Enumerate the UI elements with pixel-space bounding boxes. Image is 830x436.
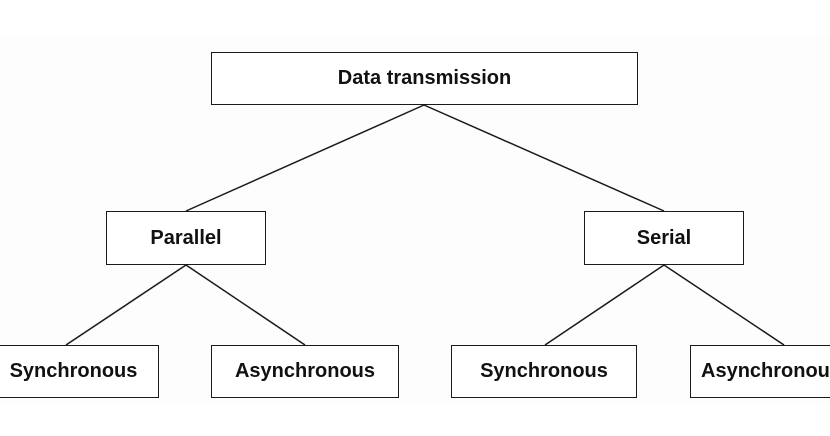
node-label: Synchronous [9,360,138,382]
node-parallel: Parallel [106,211,266,265]
edge-serial-synchronous [544,264,665,346]
node-serial-synchronous: Synchronous [451,345,637,398]
node-parallel-asynchronous: Asynchronous [211,345,399,398]
edge-root-parallel [185,104,425,212]
edge-serial-asynchronous [663,264,785,346]
node-label: Data transmission [337,67,512,89]
node-label: Parallel [150,226,222,249]
edge-parallel-asynchronous [185,264,306,346]
node-label: Serial [636,226,692,249]
edge-root-serial [423,104,665,212]
node-serial-asynchronous: Asynchronous [690,345,830,398]
node-label: Synchronous [480,360,608,382]
node-serial: Serial [584,211,744,265]
node-label: Asynchronous [234,360,376,382]
node-data-transmission: Data transmission [211,52,638,105]
node-parallel-synchronous: Synchronous [0,345,159,398]
edge-parallel-synchronous [65,264,187,346]
node-label: Asynchronous [701,360,830,382]
